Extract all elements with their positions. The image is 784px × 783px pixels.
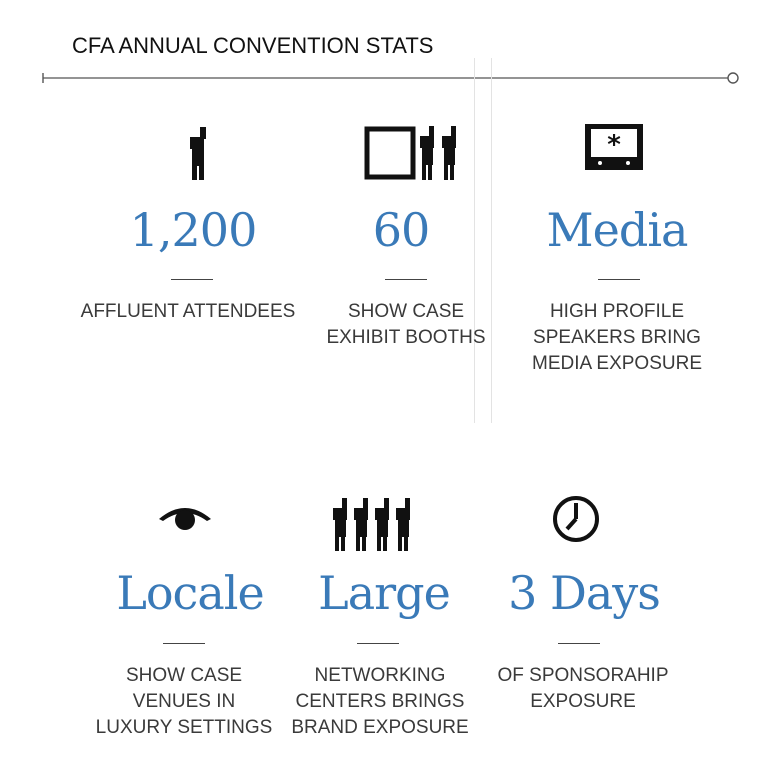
stat-value: Large: [318, 566, 451, 620]
stat-value: Locale: [116, 566, 264, 620]
stat-description-line: SPEAKERS BRING: [533, 327, 701, 348]
column-divider: [491, 58, 492, 423]
stat-description: SHOW CASE VENUES IN LUXURY SETTINGS: [64, 663, 304, 741]
stat-description-line: CENTERS BRINGS: [295, 691, 465, 712]
person-icon: [190, 127, 206, 180]
eye-icon: [159, 508, 211, 530]
stat-description-line: OF SPONSORAHIP: [497, 665, 669, 686]
svg-text:*: *: [607, 130, 621, 160]
stat-divider: [171, 279, 213, 280]
stat-divider: [163, 643, 205, 644]
screen-icon: *: [585, 124, 643, 170]
stat-description: NETWORKING CENTERS BRINGS BRAND EXPOSURE: [260, 663, 500, 741]
page-title: CFA ANNUAL CONVENTION STATS: [72, 33, 434, 58]
clock-icon: [553, 496, 599, 542]
stat-description-line: VENUES IN: [132, 691, 236, 712]
group-icon: [333, 498, 410, 551]
booth-icon: [364, 126, 456, 180]
stat-description: AFFLUENT ATTENDEES: [68, 299, 308, 325]
stat-description-line: MEDIA EXPOSURE: [532, 353, 702, 374]
stat-value: 1,200: [129, 203, 258, 257]
stat-description-line: SHOW CASE: [125, 665, 243, 686]
stat-description-line: SHOW CASE: [347, 301, 465, 322]
stat-divider: [357, 643, 399, 644]
stat-value: Media: [546, 203, 689, 257]
stat-value: 3 Days: [508, 566, 661, 620]
stat-description-line: HIGH PROFILE: [549, 301, 685, 322]
stat-description-line: EXHIBIT BOOTHS: [326, 327, 486, 348]
stat-description-line: AFFLUENT ATTENDEES: [80, 301, 296, 322]
stat-description: SHOW CASE EXHIBIT BOOTHS: [286, 299, 526, 351]
stat-value: 60: [372, 203, 431, 257]
stat-divider: [598, 279, 640, 280]
stat-description-line: BRAND EXPOSURE: [291, 717, 469, 738]
column-divider: [474, 58, 475, 423]
stat-description-line: NETWORKING: [314, 665, 446, 686]
stat-divider: [385, 279, 427, 280]
timeline-line: [42, 72, 739, 84]
stat-description-line: LUXURY SETTINGS: [95, 717, 273, 738]
stat-description: OF SPONSORAHIP EXPOSURE: [463, 663, 703, 715]
stat-description-line: EXPOSURE: [530, 691, 636, 712]
stat-divider: [558, 643, 600, 644]
stat-description: HIGH PROFILE SPEAKERS BRING MEDIA EXPOSU…: [497, 299, 737, 377]
